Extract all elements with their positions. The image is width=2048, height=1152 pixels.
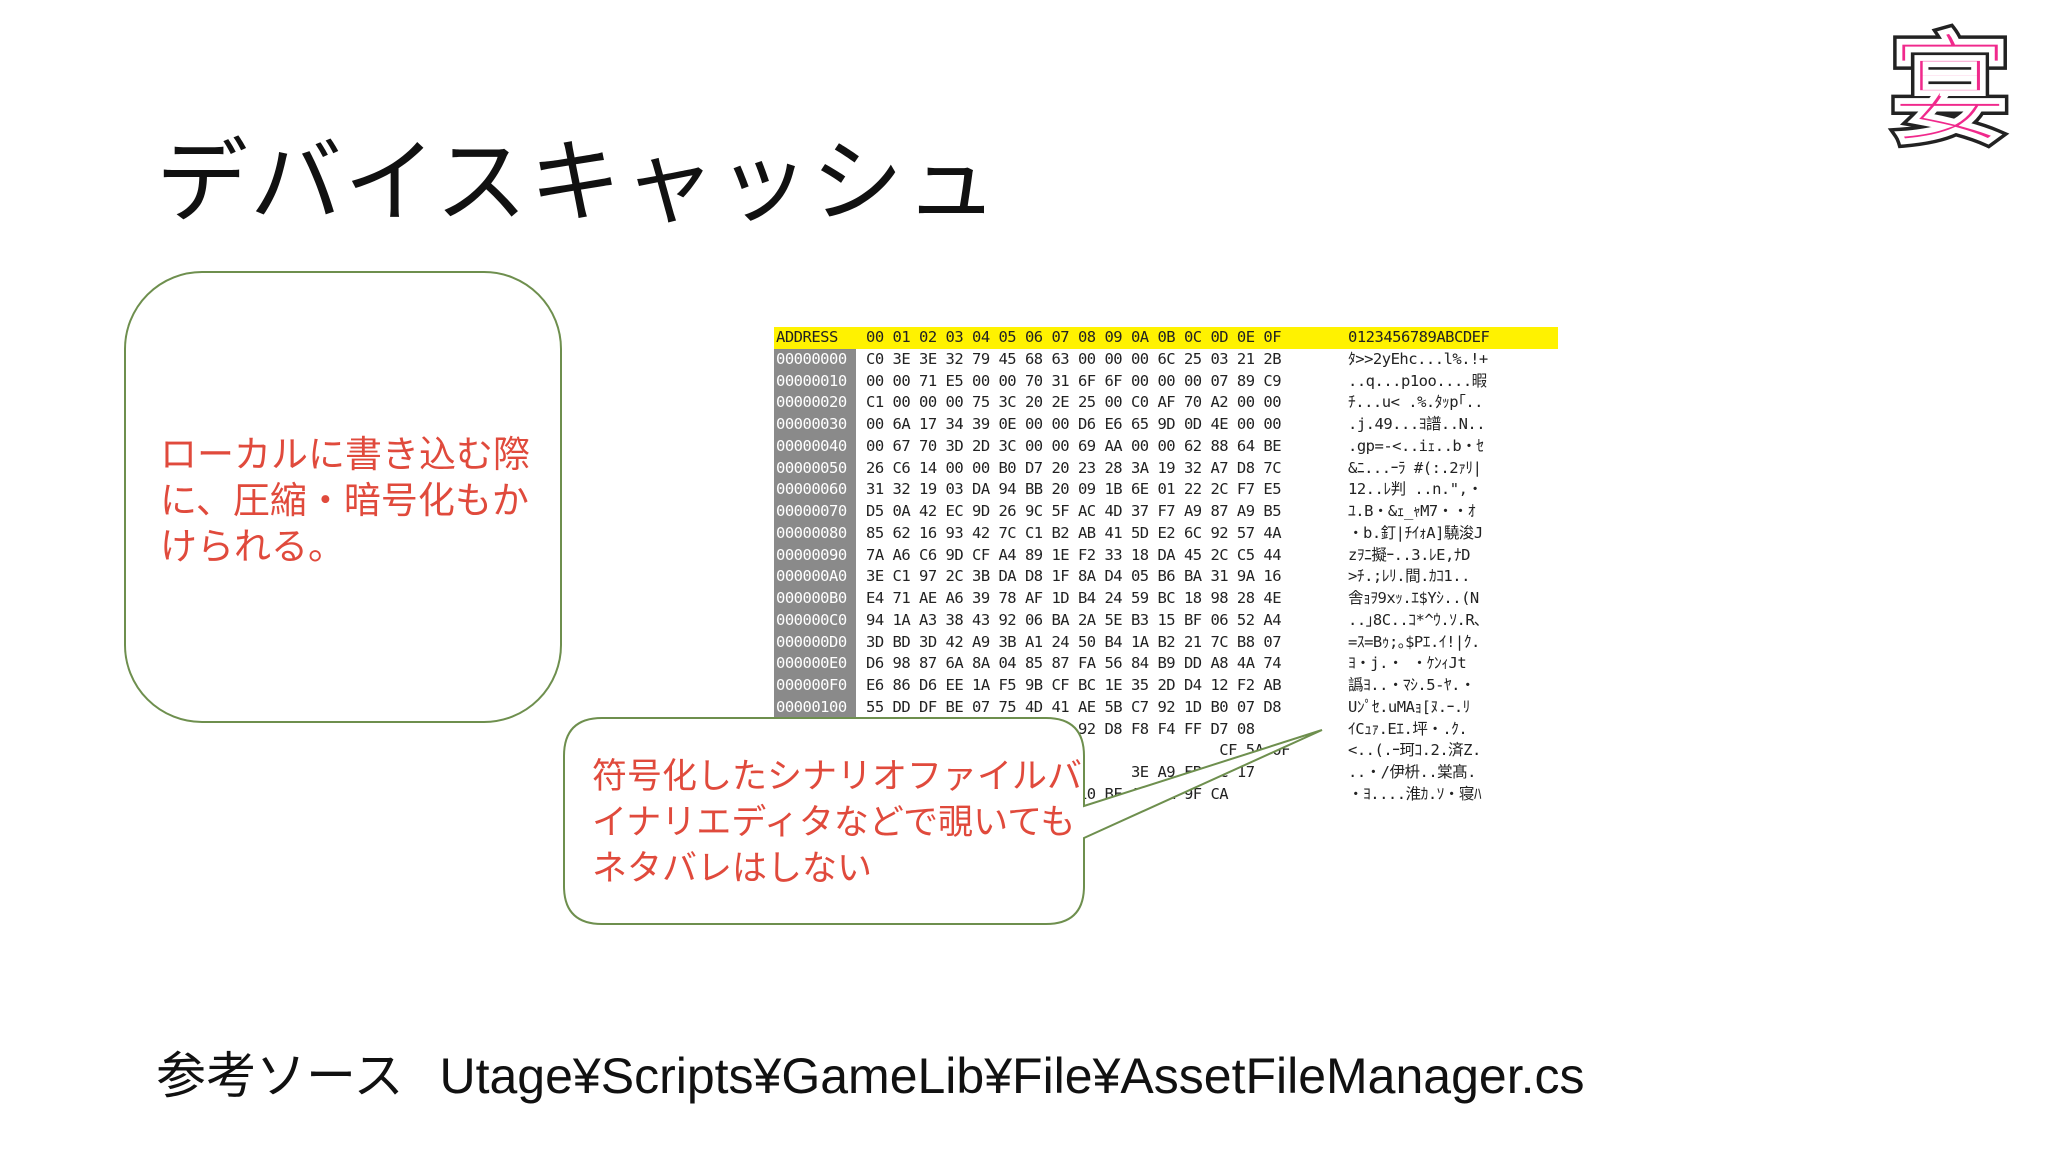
hex-bytes: 7A A6 C6 9D CF A4 89 1E F2 33 18 DA 45 2…	[866, 545, 1282, 564]
hex-address: 00000090	[774, 544, 856, 567]
hex-bytes: 31 32 19 03 DA 94 BB 20 09 1B 6E 01 22 2…	[866, 480, 1282, 499]
hex-ascii: ｲCｭｧ.Eｴ.坪・.ｸ.	[1348, 719, 1468, 738]
hex-address: 000000F0	[774, 675, 856, 697]
hex-row: 000000E0 D6 98 87 6A 8A 04 85 87 FA 56 84…	[774, 653, 1558, 675]
hex-row: 00000070 D5 0A 42 EC 9D 26 9C 5F AC 4D 37…	[774, 501, 1558, 523]
hex-header-ascii: 0123456789ABCDEF	[1348, 328, 1490, 346]
callout-text: 符号化したシナリオファイルバイナリエディタなどで覗いてもネタバレはしない	[592, 757, 1083, 889]
hex-address: 00000080	[774, 522, 856, 545]
hex-ascii: ・b.釘|ﾁｲｫA]驍浚J	[1348, 523, 1483, 542]
hex-address: 00000010	[774, 370, 856, 393]
hex-ascii: Uﾝﾟｾ.uMAｮ[ﾇ.ｰ.ﾘ	[1348, 697, 1470, 716]
hex-bytes: D6 98 87 6A 8A 04 85 87 FA 56 84 B9 DD A…	[866, 654, 1282, 673]
hex-header-address: ADDRESS	[776, 328, 838, 346]
hex-row: 000000A0 3E C1 97 2C 3B DA D8 1F 8A D4 05…	[774, 566, 1558, 588]
hex-row: 000000B0 E4 71 AE A6 39 78 AF 1D B4 24 59…	[774, 588, 1558, 610]
source-reference: 参考ソース Utage¥Scripts¥GameLib¥File¥AssetFil…	[156, 1036, 1585, 1108]
hex-address: 00000050	[774, 457, 856, 480]
logo-text: 宴	[1891, 22, 2009, 160]
hex-address	[774, 718, 856, 741]
logo-outline: 宴	[1891, 22, 2009, 160]
hex-bytes: 26 C6 14 00 00 B0 D7 20 23 28 3A 19 32 A…	[866, 458, 1282, 477]
hex-bytes: 00 67 70 3D 2D 3C 00 00 69 AA 00 00 62 8…	[866, 436, 1282, 455]
source-path: Utage¥Scripts¥GameLib¥File¥AssetFileMana…	[439, 1048, 1585, 1104]
hex-ascii: ..・/伊枡..棠髙.	[1348, 763, 1477, 781]
hex-address: 000000D0	[774, 631, 856, 654]
hex-bytes: E6 86 D6 EE 1A F5 9B CF BC 1E 35 2D D4 1…	[866, 676, 1282, 694]
hex-row: 000000C0 94 1A A3 38 43 92 06 BA 2A 5E B3…	[774, 609, 1558, 632]
hex-address: 00000100	[774, 696, 856, 719]
hex-ascii: ﾀ>>2yEhc...l%.!+	[1348, 349, 1488, 368]
hex-header-bytes: 00 01 02 03 04 05 06 07 08 09 0A 0B 0C 0…	[866, 328, 1282, 346]
hex-ascii: ・ﾖ....淮ｶ.ｿ・寝ﾊ	[1348, 784, 1482, 803]
hex-row: 00000020 C1 00 00 00 75 3C 20 2E 25 00 C0…	[774, 392, 1558, 414]
hex-body: 00000000 C0 3E 3E 32 79 45 68 63 00 00 00…	[774, 348, 1558, 803]
hex-ascii: .j.49...ﾖ譜..N..	[1348, 415, 1486, 433]
hex-bytes: 55 DD DF BE 07 75 4D 41 AE 5B C7 92 1D B…	[866, 697, 1282, 716]
hex-row: 00000010 00 00 71 E5 00 00 70 31 6F 6F 00…	[774, 370, 1558, 393]
hex-address: 000000B0	[774, 588, 856, 610]
hex-ascii: =ｽ=Bｩ;｡$Pｴ.ｲ!|ｸ.	[1348, 632, 1480, 651]
hex-row: 000000F0 E6 86 D6 EE 1A F5 9B CF BC 1E 35…	[774, 675, 1558, 697]
hex-bytes: C0 3E 3E 32 79 45 68 63 00 00 00 6C 25 0…	[866, 349, 1282, 368]
hex-ascii: 12..ﾚ判 ..n.",・	[1348, 480, 1483, 499]
hex-bytes: 00 00 71 E5 00 00 70 31 6F 6F 00 00 00 0…	[866, 371, 1282, 390]
hex-address: 00000040	[774, 435, 856, 458]
hex-bytes: 3E C1 97 2C 3B DA D8 1F 8A D4 05 B6 BA 3…	[866, 567, 1282, 586]
hex-address: 00000000	[774, 348, 856, 371]
note-box	[124, 271, 562, 723]
hex-row: 00000080 85 62 16 93 42 7C C1 B2 AB 41 5D…	[774, 522, 1558, 545]
hex-row: 00000040 00 67 70 3D 2D 3C 00 00 69 AA 00…	[774, 435, 1558, 458]
hex-bytes: 85 62 16 93 42 7C C1 B2 AB 41 5D E2 6C 9…	[866, 523, 1282, 542]
hex-bytes: 3D BD 3D 42 A9 3B A1 24 50 B4 1A B2 21 7…	[866, 632, 1282, 651]
hex-row: 00000060 31 32 19 03 DA 94 BB 20 09 1B 6E…	[774, 479, 1558, 501]
hex-ascii: 譌ﾖ..・ﾏｼ.5-ﾔ.・	[1348, 676, 1476, 694]
hex-row: 000000D0 3D BD 3D 42 A9 3B A1 24 50 B4 1A…	[774, 631, 1558, 654]
hex-ascii: ﾕ.B・&ｪ_ｬM7・・ｵ	[1348, 502, 1476, 520]
hex-row: 00000050 26 C6 14 00 00 B0 D7 20 23 28 3A…	[774, 457, 1558, 480]
hex-bytes: 24 13 92 D8 F8 F4 FF D7 08	[866, 719, 1255, 738]
hex-ascii: <..(.ｰ珂ｺ.2.済Z.	[1348, 741, 1481, 760]
note-text: ローカルに書き込む際に、圧縮・暗号化もかけられる。	[160, 433, 530, 568]
hex-row: 00000090 7A A6 C6 9D CF A4 89 1E F2 33 18…	[774, 544, 1558, 567]
hex-bytes: E4 71 AE A6 39 78 AF 1D B4 24 59 BC 18 9…	[866, 589, 1282, 607]
hex-header-row: ADDRESS 00 01 02 03 04 05 06 07 08 09 0A…	[774, 327, 1558, 349]
hex-ascii: ﾁ...u< .%.ﾀｯp｢..	[1348, 393, 1483, 412]
hex-row: 00000100 55 DD DF BE 07 75 4D 41 AE 5B C7…	[774, 696, 1558, 719]
utage-logo-icon: 宴 宴	[1880, 18, 2020, 165]
hex-row: 00000000 C0 3E 3E 32 79 45 68 63 00 00 00…	[774, 348, 1558, 371]
hex-ascii: &ﾆ...ｰﾗ #(:.2ｧﾘ|	[1348, 458, 1482, 477]
hex-ascii: .gp=-<..iｪ..b・ｾ	[1348, 436, 1484, 455]
hex-address: 000000A0	[774, 566, 856, 588]
hex-ascii: zｦﾆ擬ｰ..3.ﾚE,ﾅD	[1348, 545, 1470, 564]
hex-ascii: 舎ｮｦ9xｯ.ｴ$Yｼ..(N	[1348, 589, 1479, 607]
hex-address: 00000020	[774, 392, 856, 414]
hex-bytes: 94 1A A3 38 43 92 06 BA 2A 5E B3 15 BF 0…	[866, 610, 1282, 629]
hex-address: 00000060	[774, 479, 856, 501]
hex-ascii: ..q...p1oo....暇	[1348, 371, 1487, 390]
hex-bytes: C1 00 00 00 75 3C 20 2E 25 00 C0 AF 70 A…	[866, 393, 1282, 412]
hex-address: 000000C0	[774, 609, 856, 632]
hex-row: 24 13 92 D8 F8 F4 FF D7 08 ｲCｭｧ.Eｴ.坪・.ｸ.	[774, 718, 1558, 741]
hex-row: 00000030 00 6A 17 34 39 0E 00 00 D6 E6 65…	[774, 414, 1558, 436]
hex-ascii: >ﾁ.;ﾚﾘ.間.ｶｺ1..	[1348, 567, 1470, 586]
hex-address: 00000070	[774, 501, 856, 523]
hex-bytes: 00 6A 17 34 39 0E 00 00 D6 E6 65 9D 0D 4…	[866, 415, 1282, 433]
source-label: 参考ソース	[156, 1047, 404, 1105]
hex-bytes: D5 0A 42 EC 9D 26 9C 5F AC 4D 37 F7 A9 8…	[866, 502, 1282, 520]
hex-ascii: ﾖ・j.・ ・ｹﾝｨJt	[1348, 654, 1467, 673]
slide-title: デバイスキャッシュ	[156, 129, 1000, 236]
hex-ascii: ..｣8C..ｺ*^ｳ.ｿ.R､	[1348, 610, 1482, 629]
hex-address: 000000E0	[774, 653, 856, 675]
hex-address: 00000030	[774, 414, 856, 436]
hex-editor-panel: ADDRESS 00 01 02 03 04 05 06 07 08 09 0A…	[774, 327, 1558, 803]
